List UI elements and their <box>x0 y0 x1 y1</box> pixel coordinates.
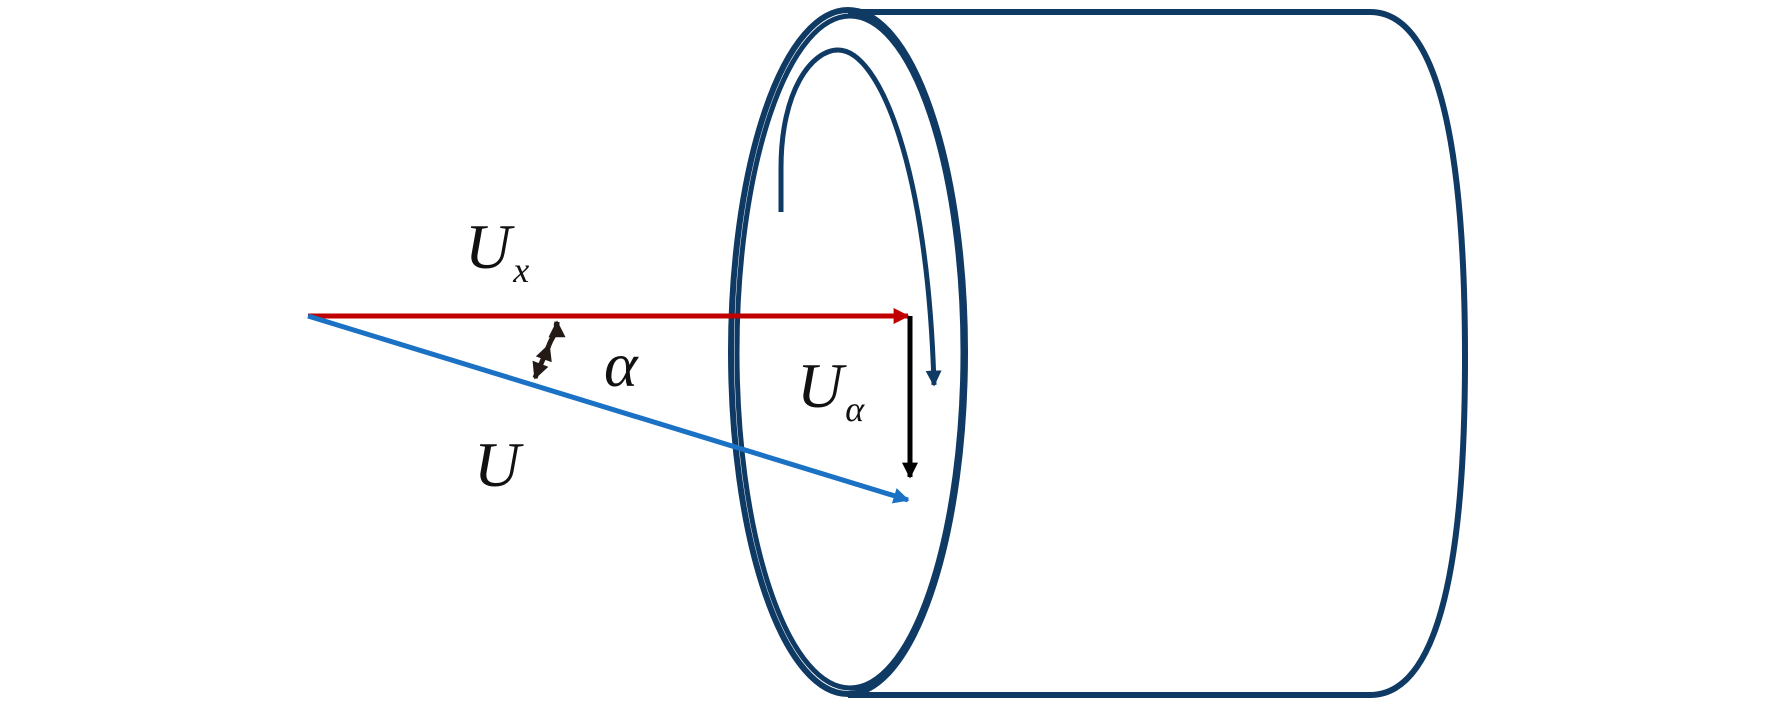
label-alpha: α <box>604 329 639 400</box>
u-vector <box>307 313 910 504</box>
cylinder-front-ring-inner <box>734 13 966 691</box>
angle-arrow-upper <box>553 321 560 327</box>
angle-arrow-lower <box>532 344 552 380</box>
cylinder-body <box>848 9 1468 698</box>
cylinder <box>728 7 1468 698</box>
label-ua: Uα <box>797 350 865 429</box>
label-u: U <box>474 429 524 500</box>
label-ux: Ux <box>465 211 529 290</box>
rotation-arrow <box>778 47 942 387</box>
